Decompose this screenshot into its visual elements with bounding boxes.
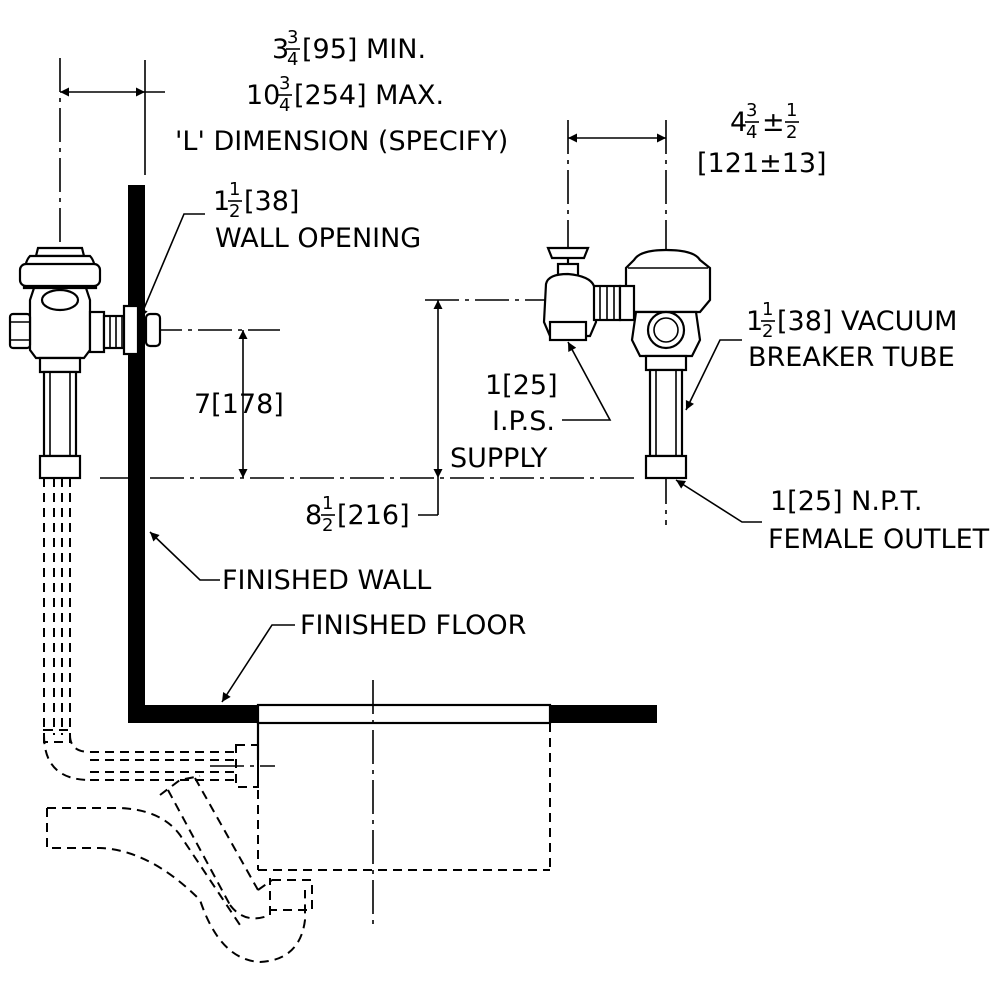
svg-text:±: ±	[762, 107, 785, 138]
offset-dimension: 4 3 4 ± 1 2 [121±13]	[697, 100, 827, 179]
finished-wall-label: FINISHED WALL	[222, 565, 431, 596]
vacuum-breaker-label: 1 1 2 [38] VACUUM BREAKER TUBE	[746, 299, 957, 373]
svg-text:SUPPLY: SUPPLY	[450, 443, 548, 474]
fixture-outline	[256, 703, 552, 871]
svg-text:4: 4	[746, 122, 757, 143]
finished-floor-left	[128, 705, 258, 723]
svg-text:2: 2	[762, 321, 773, 342]
hidden-piping	[43, 478, 313, 964]
wall-opening-label: 1 1 2 [38] WALL OPENING	[213, 179, 421, 254]
finished-floor-right	[550, 705, 657, 723]
outlet-label: 1[25] N.P.T. FEMALE OUTLET	[768, 486, 990, 555]
svg-text:4: 4	[287, 49, 298, 70]
finished-floor-label: FINISHED FLOOR	[300, 610, 526, 641]
l-dimension-min: 3 3 4 [95] MIN.	[272, 27, 426, 70]
svg-text:3: 3	[746, 100, 757, 121]
flush-valve-front-view	[542, 246, 712, 480]
svg-text:BREAKER TUBE: BREAKER TUBE	[748, 342, 955, 373]
l-dimension-label: 'L' DIMENSION (SPECIFY)	[175, 126, 508, 157]
svg-text:FEMALE OUTLET: FEMALE OUTLET	[768, 524, 990, 555]
svg-text:1: 1	[786, 100, 797, 121]
l-dimension-max: 10 3 4 [254] MAX.	[246, 73, 444, 116]
dim-8-5-label: 8 1 2 [216]	[305, 493, 410, 536]
svg-text:1: 1	[322, 493, 333, 514]
svg-text:1: 1	[213, 186, 230, 217]
dimension-lines	[60, 60, 666, 516]
svg-text:1: 1	[762, 299, 773, 320]
svg-text:4: 4	[279, 95, 290, 116]
annotations: 3 3 4 [95] MIN. 10 3 4 [254] MAX. 'L' DI…	[175, 27, 990, 641]
svg-text:1[25] N.P.T.: 1[25] N.P.T.	[770, 486, 923, 517]
svg-text:1: 1	[746, 306, 763, 337]
svg-text:3: 3	[272, 34, 289, 65]
centerlines	[59, 58, 667, 930]
svg-text:1: 1	[229, 179, 240, 200]
svg-text:10: 10	[246, 80, 280, 111]
svg-text:4: 4	[730, 107, 747, 138]
svg-text:[38] VACUUM: [38] VACUUM	[777, 306, 957, 337]
svg-text:1[25]: 1[25]	[485, 370, 558, 401]
svg-text:[38]: [38]	[244, 186, 299, 217]
svg-text:[121±13]: [121±13]	[697, 148, 827, 179]
svg-text:[254] MAX.: [254] MAX.	[294, 80, 444, 111]
svg-text:2: 2	[322, 515, 333, 536]
svg-text:WALL OPENING: WALL OPENING	[215, 223, 421, 254]
finished-wall	[128, 185, 145, 723]
supply-label: 1[25] I.P.S. SUPPLY	[450, 370, 558, 474]
svg-text:[216]: [216]	[337, 500, 410, 531]
svg-text:2: 2	[786, 122, 797, 143]
svg-text:2: 2	[229, 201, 240, 222]
svg-text:8: 8	[305, 500, 322, 531]
svg-text:3: 3	[279, 73, 290, 94]
svg-text:[95] MIN.: [95] MIN.	[302, 34, 426, 65]
flush-valve-side-view	[8, 246, 162, 480]
leader-lines	[139, 213, 762, 703]
svg-text:I.P.S.: I.P.S.	[492, 406, 555, 437]
svg-text:3: 3	[287, 27, 298, 48]
dim-7-label: 7[178]	[194, 389, 284, 420]
